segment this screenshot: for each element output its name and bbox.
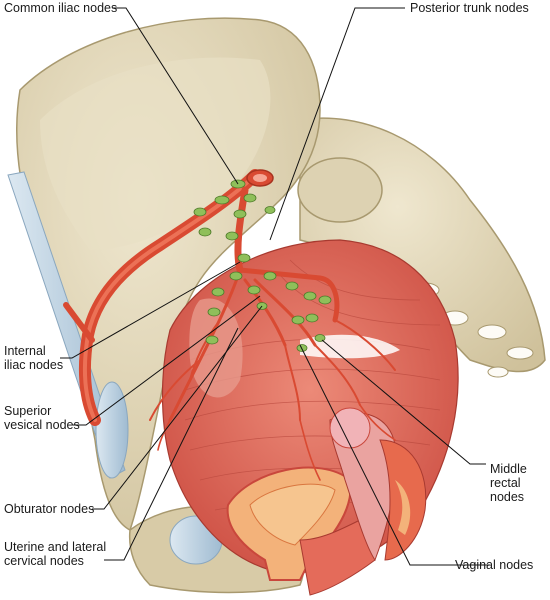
cervix <box>329 407 371 449</box>
label-internal-iliac-nodes: Internal iliac nodes <box>4 344 64 372</box>
vertebral-body <box>297 157 383 223</box>
artery-lumen <box>253 174 267 182</box>
leader-vaginal <box>299 344 490 566</box>
label-obturator-nodes: Obturator nodes <box>4 502 95 516</box>
leader-internal-iliac <box>60 261 241 359</box>
internal-iliac-branches <box>149 186 396 481</box>
fascia-patch <box>300 334 400 359</box>
leader-superior-vesical <box>72 295 261 426</box>
iliac-fossa <box>40 57 271 250</box>
lymph-nodes <box>193 179 332 352</box>
artery-highlight <box>82 173 257 422</box>
label-superior-vesical-nodes: Superior vesical nodes <box>4 404 80 432</box>
rectum <box>329 412 397 562</box>
label-common-iliac-nodes: Common iliac nodes <box>4 1 118 15</box>
label-vaginal-nodes: Vaginal nodes <box>455 558 534 572</box>
leader-uterine <box>104 327 239 561</box>
obturator-membrane <box>189 298 243 398</box>
artery-branch <box>63 302 95 343</box>
leader-middle-rectal <box>321 339 486 465</box>
inguinal-ligament <box>7 171 126 479</box>
label-middle-rectal-nodes: Middle rectal nodes <box>490 462 527 504</box>
ligament-base <box>95 381 129 479</box>
label-posterior-trunk-nodes: Posterior trunk nodes <box>410 1 529 15</box>
uterine-cavity <box>249 483 336 546</box>
leader-obturator <box>92 305 263 510</box>
label-uterine-lateral-cervical-nodes: Uterine and lateral cervical nodes <box>4 540 107 568</box>
leader-lines <box>60 7 490 566</box>
leader-posterior-trunk <box>269 7 405 241</box>
rectal-lumen <box>395 480 411 535</box>
leader-common-iliac <box>112 7 239 185</box>
